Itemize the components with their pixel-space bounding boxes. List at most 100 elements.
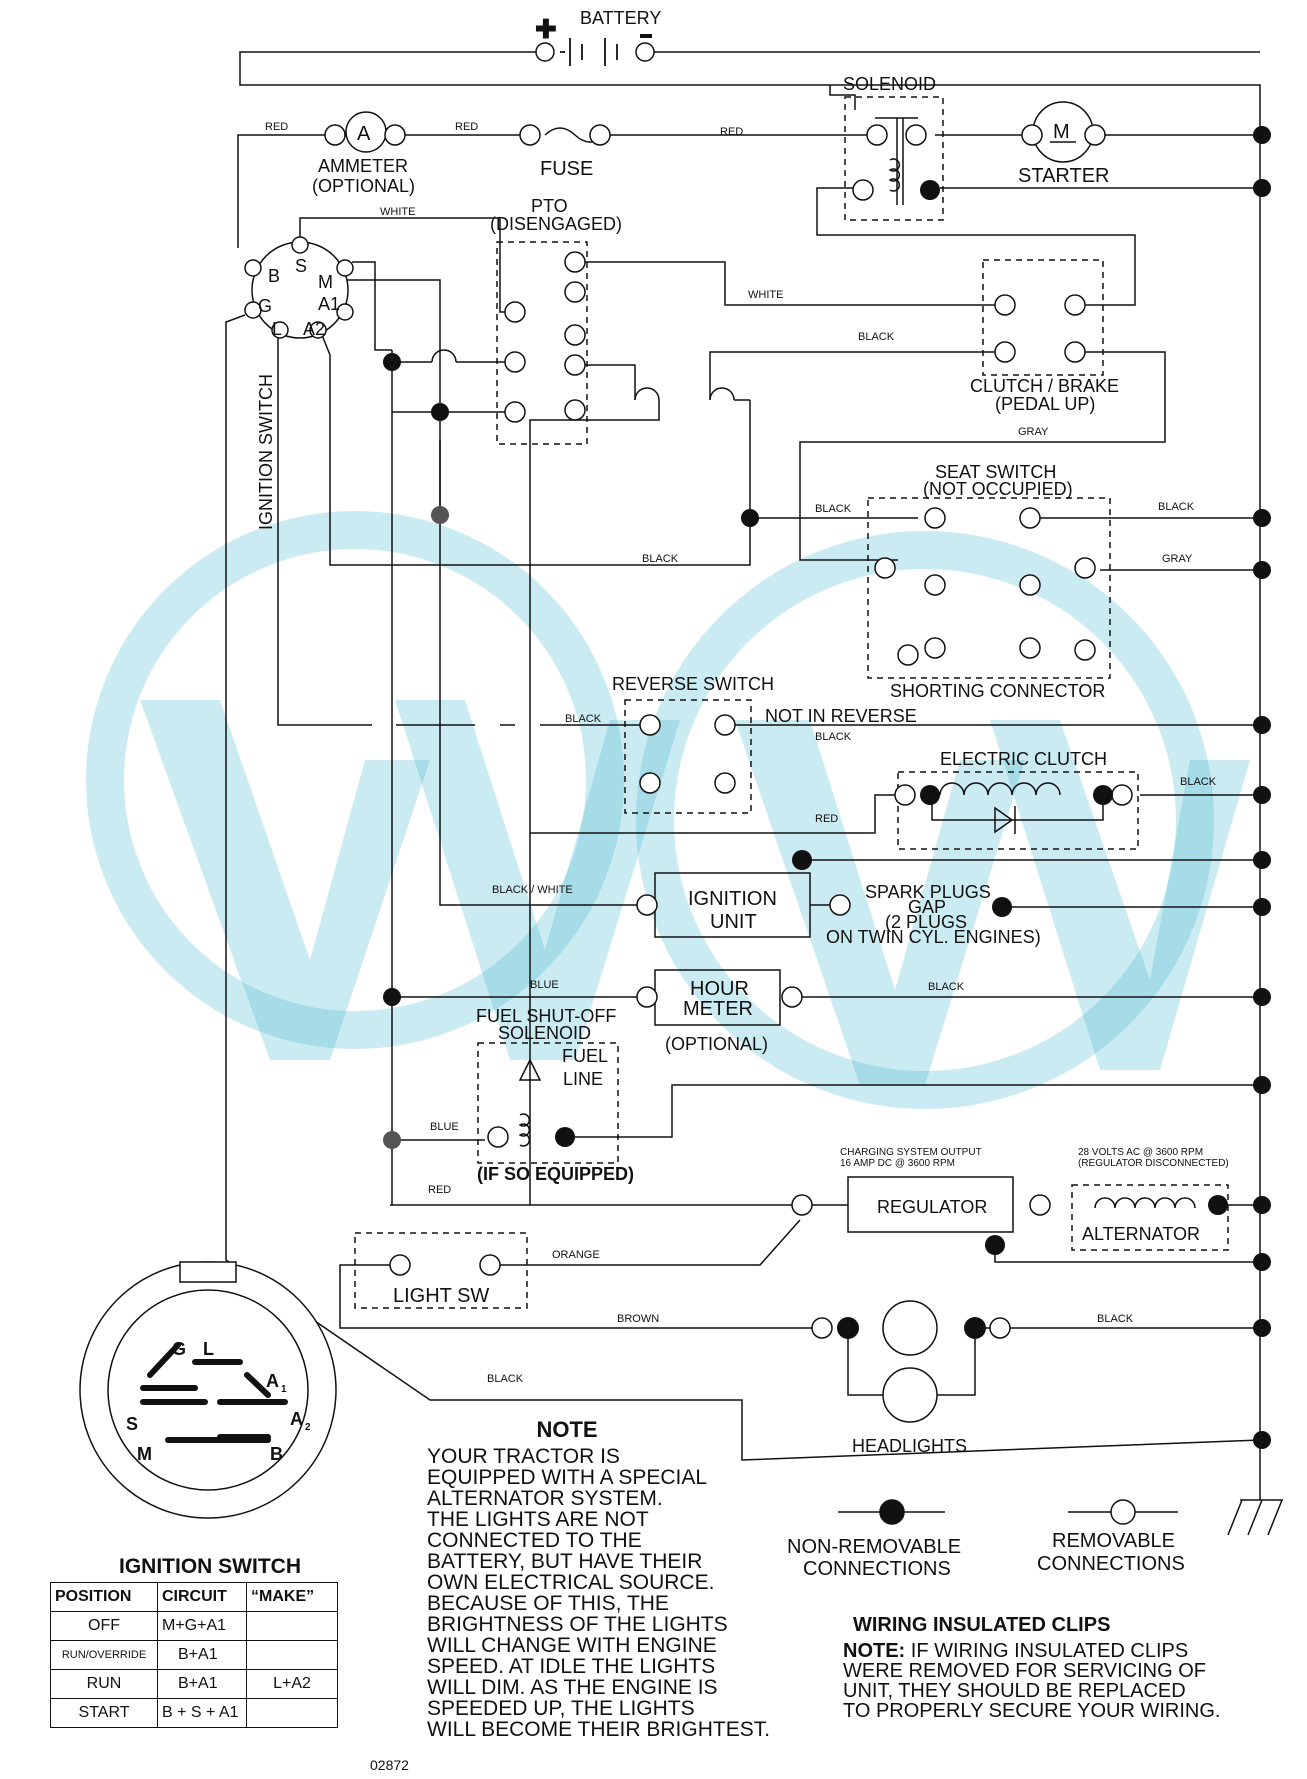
fuel-solenoid-coil [518,1113,530,1147]
wire-label-black-2: BLACK [815,503,852,515]
ground-icon [1227,1499,1283,1536]
ammeter-label: AMMETER [318,156,408,176]
cell-make [246,1611,338,1641]
header-position: POSITION [50,1582,158,1612]
clips-note-label: NOTE: [843,1640,906,1662]
hour-meter-label-2: METER [683,998,753,1020]
cell-make [246,1698,338,1728]
ignition-table: POSITION CIRCUIT “MAKE” OFF M+G+A1 RUN/O… [50,1582,338,1728]
wire-label-white-2: WHITE [748,289,783,301]
wire-label-black-3: BLACK [1158,501,1195,513]
legend-removable-2: CONNECTIONS [1037,1553,1185,1575]
electric-clutch-label: ELECTRIC CLUTCH [940,749,1107,769]
light-switch-label: LIGHT SW [393,1285,489,1307]
terminal-G: G [258,296,272,316]
wire-label-gray-2: GRAY [1162,553,1193,565]
note-title: NOTE [536,1417,598,1442]
clutch-brake-label: CLUTCH / BRAKE [970,376,1119,396]
face-S: S [126,1414,138,1434]
wire-label-black-white: BLACK / WHITE [492,884,573,896]
alternator-coil [1094,1197,1196,1209]
header-circuit: CIRCUIT [157,1582,247,1612]
if-so-equipped-label: (IF SO EQUIPPED) [477,1164,634,1184]
wire-label-black-8: BLACK [928,981,965,993]
minus-icon [640,34,652,38]
seat-switch-label: SEAT SWITCH [935,462,1056,482]
ammeter-letter: A [357,123,371,145]
cell-circuit: M+G+A1 [157,1611,247,1641]
removable-connections [244,42,1133,1339]
wire-label-orange: ORANGE [552,1249,600,1261]
table-row: RUN B+A1 L+A2 [50,1669,338,1699]
terminal-S: S [295,256,307,276]
wire-label-red-3: RED [720,126,743,138]
alternator-ac-label: 28 VOLTS AC @ 3600 RPM [1078,1147,1203,1158]
headlight-1 [882,1300,938,1356]
face-L: L [203,1339,214,1359]
legend-symbols [838,1499,1178,1525]
headlights-label: HEADLIGHTS [852,1436,967,1456]
legend-removable: REMOVABLE [1052,1530,1175,1552]
terminal-A1: A1 [318,294,340,314]
charging-output-rating: 16 AMP DC @ 3600 RPM [840,1158,955,1169]
ignition-unit-label: IGNITION [688,888,777,910]
component-boxes [354,96,1229,1309]
starter-letter: M [1053,121,1070,143]
cell-position: START [50,1698,158,1728]
ammeter-optional-label: (OPTIONAL) [312,176,415,196]
cell-circuit: B+A1 [157,1669,247,1699]
wire-label-black-1: BLACK [858,331,895,343]
solenoid-label: SOLENOID [843,74,936,94]
wire-label-white-1: WHITE [380,206,415,218]
fuel-solenoid-label: FUEL SHUT-OFF [476,1006,616,1026]
headlight-2 [882,1367,938,1423]
battery-label: BATTERY [580,8,661,28]
wire-label-red-2: RED [455,121,478,133]
terminal-L: L [272,319,282,339]
face-A2-sub: 2 [305,1422,311,1433]
ignition-switch-vertical-label: IGNITION SWITCH [256,374,276,530]
clutch-brake-pedal-label: (PEDAL UP) [995,394,1095,414]
wire-label-red-4: RED [815,813,838,825]
solenoid-coil [875,117,918,205]
wiring-clips-block: WIRING INSULATED CLIPS NOTE: IF WIRING I… [843,1615,1303,1721]
hour-meter-label: HOUR [690,978,749,1000]
spark-plugs-label: SPARK PLUGS [865,882,991,902]
header-make: “MAKE” [246,1582,338,1612]
spark-plugs-count: (2 PLUGS [885,912,967,932]
ignition-table-title: IGNITION SWITCH [119,1555,301,1578]
shorting-connector-label: SHORTING CONNECTOR [890,681,1105,701]
face-B: B [270,1444,283,1464]
wires [225,51,1261,1500]
cell-make: L+A2 [246,1669,338,1699]
figure-code: 02872 [370,1757,409,1773]
alternator-ac-note: (REGULATOR DISCONNECTED) [1078,1158,1229,1169]
table-header-row: POSITION CIRCUIT “MAKE” [50,1582,338,1612]
fuel-line-label: FUEL [562,1046,608,1066]
hour-meter-optional: (OPTIONAL) [665,1034,768,1054]
fuse-label: FUSE [540,158,593,180]
seat-switch-state-label: (NOT OCCUPIED) [923,479,1073,499]
alternator-label: ALTERNATOR [1082,1224,1200,1244]
wire-label-black-10: BLACK [487,1373,524,1385]
spark-twin-label: ON TWIN CYL. ENGINES) [826,927,1041,947]
face-A1-sub: 1 [281,1384,287,1395]
starter-label: STARTER [1018,165,1110,187]
wire-label-blue-2: BLUE [430,1121,459,1133]
fuel-line-label-2: LINE [563,1069,603,1089]
terminal-A2: A2 [303,319,325,339]
legend-non-removable: NON-REMOVABLE [787,1536,961,1558]
not-in-reverse-label: NOT IN REVERSE [765,706,917,726]
pto-label: PTO [531,196,568,216]
terminal-B: B [268,266,280,286]
cell-circuit: B + S + A1 [157,1698,247,1728]
wire-label-black-5: BLACK [565,713,602,725]
table-row: START B + S + A1 [50,1698,338,1728]
face-A1: A [266,1371,279,1391]
cell-position: RUN [50,1669,158,1699]
ignition-unit-label-2: UNIT [710,911,757,933]
table-row: OFF M+G+A1 [50,1611,338,1641]
wire-label-red-1: RED [265,121,288,133]
wire-label-black-7: BLACK [1180,776,1217,788]
